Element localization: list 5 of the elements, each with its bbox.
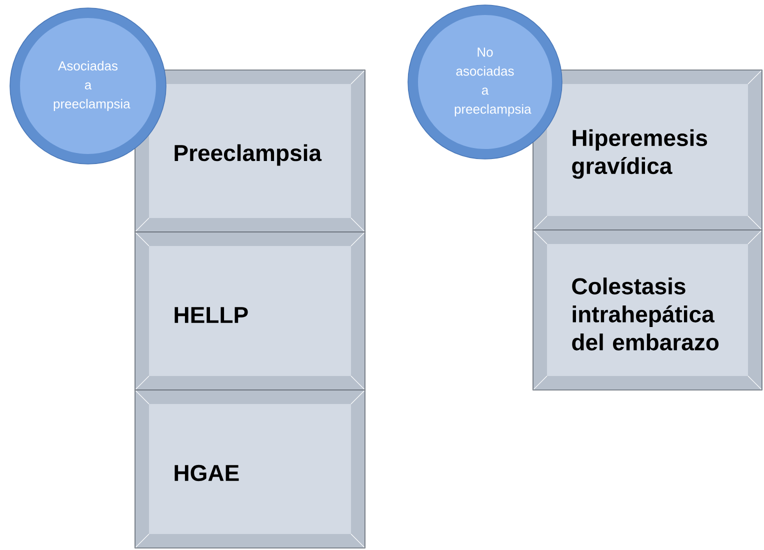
bevel-box: HELLP	[134, 232, 366, 390]
bevel-box: Colestasis intrahepática del embarazo	[532, 230, 762, 390]
bevel-box: Hiperemesis gravídica	[532, 70, 762, 230]
bevel-box: HGAE	[134, 390, 366, 548]
bevel-box: Preeclampsia	[134, 70, 366, 232]
